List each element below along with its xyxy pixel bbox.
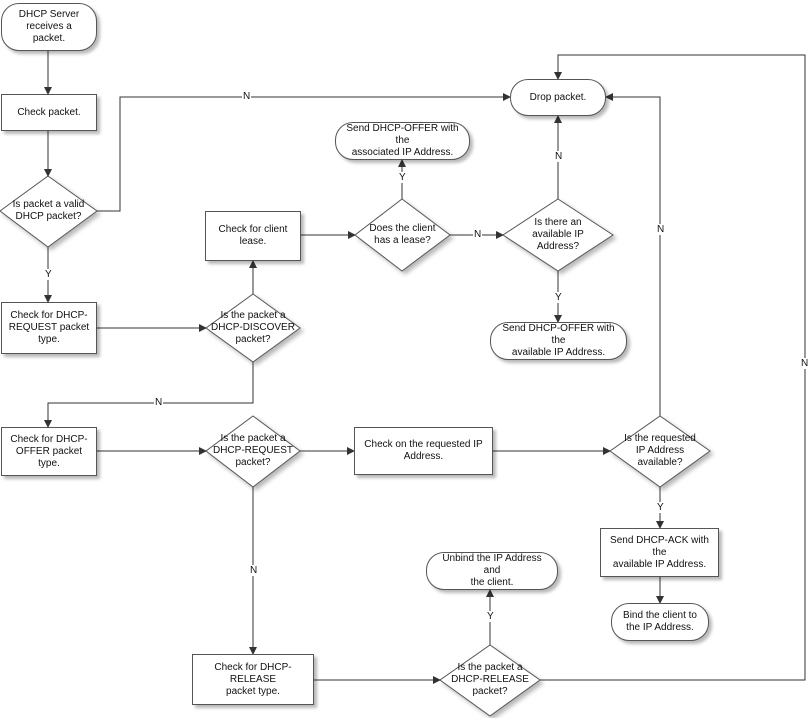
edge-label-request-no: N	[249, 565, 259, 576]
node-text: Is the packet a	[220, 310, 286, 321]
node-text: Unbind the IP Address and	[442, 553, 542, 576]
node-text: receives a packet.	[26, 21, 72, 44]
node-text: Is the requested	[624, 433, 696, 444]
node-text: Check for client	[218, 224, 288, 235]
node-text: DHCP Server	[18, 9, 80, 20]
node-text: Is the packet a	[220, 433, 286, 444]
edge-label-release-no: N	[800, 358, 809, 369]
edge-valid-no-to-drop	[97, 93, 511, 212]
edge-req-avail-no-to-drop	[605, 93, 661, 416]
node-text: Send DHCP-ACK with the	[610, 534, 709, 558]
edge-label-release-yes: Y	[486, 611, 495, 622]
node-text: Check for DHCP-	[10, 310, 88, 321]
node-text: available IP Address.	[511, 347, 606, 358]
edge-label-avail-yes: Y	[554, 292, 563, 303]
drop-packet-node: Drop packet.	[510, 79, 606, 116]
node-text: lease.	[239, 236, 267, 247]
node-text: Check on the requested IP	[364, 439, 483, 450]
edge-label-lease-no: N	[473, 229, 483, 240]
node-text: type.	[38, 334, 60, 345]
node-text: the IP Address.	[626, 622, 694, 633]
edge-label-valid-no: N	[242, 91, 252, 102]
diamond-is-release	[439, 644, 541, 717]
edge-label-avail-no: N	[554, 151, 564, 162]
check-packet-node: Check packet.	[1, 94, 97, 131]
node-text: Check for DHCP-RELEASE	[214, 661, 292, 685]
node-text: DHCP packet?	[15, 211, 82, 222]
node-text: packet type.	[226, 685, 280, 697]
node-text: Send DHCP-OFFER with the	[346, 123, 459, 146]
node-text: DHCP-DISCOVER	[211, 322, 295, 333]
node-text: available IP Address.	[612, 558, 707, 570]
node-text: the client.	[470, 577, 514, 588]
node-text: IP Address	[635, 445, 685, 456]
node-text: Drop packet.	[529, 91, 587, 103]
node-text: has a lease?	[374, 235, 431, 246]
check-offer-type-node: Check for DHCP-OFFER packet type.	[1, 427, 97, 476]
diamond-has-lease	[354, 198, 451, 272]
node-text: Is there an	[534, 217, 582, 228]
edge-label-req-avail-no: N	[656, 224, 666, 235]
node-text: Address?	[536, 241, 580, 252]
node-text: Check packet.	[17, 106, 81, 118]
node-text: REQUEST packet	[8, 322, 90, 333]
edge-label-discover-no: N	[154, 397, 164, 408]
edge-release-no-to-drop	[540, 54, 806, 681]
edge-label-req-avail-yes: Y	[656, 502, 665, 513]
edge-label-lease-yes: Y	[398, 172, 407, 183]
node-text: available?	[637, 457, 683, 468]
node-text: Is packet a valid	[12, 199, 85, 210]
node-text: Address.	[403, 451, 444, 462]
node-text: packet?	[235, 457, 271, 468]
edge-label-valid-yes: Y	[44, 269, 53, 280]
node-text: Send DHCP-OFFER with the	[502, 323, 615, 346]
node-text: available IP	[532, 229, 584, 240]
node-text: DHCP-REQUEST	[212, 445, 293, 456]
node-text: Bind the client to	[623, 610, 697, 621]
node-text: packet?	[235, 334, 271, 345]
node-text: Does the client	[369, 223, 436, 234]
node-text: packet?	[472, 686, 508, 697]
node-text: associated IP Address.	[351, 147, 454, 158]
node-text: Check for DHCP-	[10, 433, 88, 445]
edge-discover-no-to-offer-type	[44, 362, 254, 428]
node-text: OFFER packet type.	[15, 445, 83, 469]
node-text: DHCP-RELEASE	[451, 674, 529, 685]
node-text: Is the packet a	[457, 662, 523, 673]
